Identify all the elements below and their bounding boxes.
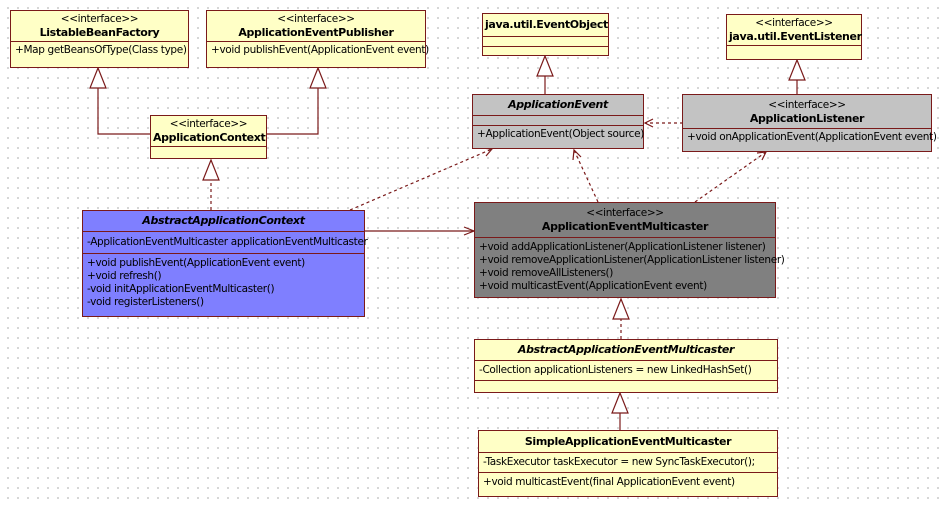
operation: +void publishEvent(ApplicationEvent even… xyxy=(87,257,305,269)
triangle-arrow-icon xyxy=(202,158,220,181)
class-name: SimpleApplicationEventMulticaster xyxy=(524,435,732,448)
class-header: AbstractApplicationContext xyxy=(83,211,364,232)
class-application-context[interactable]: <<interface>> ApplicationContext xyxy=(150,115,267,159)
triangle-arrow-icon xyxy=(611,391,629,414)
triangle-arrow-icon xyxy=(536,54,554,77)
class-name: ApplicationContext xyxy=(153,131,266,144)
class-header: <<interface>> ListableBeanFactory xyxy=(11,11,188,42)
open-arrow-icon xyxy=(756,151,768,161)
operation: +void removeApplicationListener(Applicat… xyxy=(479,254,785,266)
class-application-event[interactable]: ApplicationEvent +ApplicationEvent(Objec… xyxy=(472,94,644,149)
dependency-abstractcontext-to-event xyxy=(349,148,493,211)
class-header: java.util.EventObject xyxy=(483,14,608,37)
stereotype-label: <<interface>> xyxy=(755,17,833,29)
stereotype-label: <<interface>> xyxy=(768,99,846,111)
class-header: SimpleApplicationEventMulticaster xyxy=(479,431,777,453)
triangle-arrow-icon xyxy=(309,66,327,89)
dependency-multicaster-to-listener xyxy=(694,151,767,203)
class-name: ApplicationEventMulticaster xyxy=(541,220,709,233)
empty-section xyxy=(475,381,777,388)
class-listable-bean-factory[interactable]: <<interface>> ListableBeanFactory +Map g… xyxy=(10,10,189,68)
class-header: <<interface>> java.util.EventListener xyxy=(727,15,862,46)
class-header: AbstractApplicationEventMulticaster xyxy=(475,340,777,361)
generalization-context-to-publisher xyxy=(266,88,319,135)
operation: +void onApplicationEvent(ApplicationEven… xyxy=(687,131,937,143)
operations-section: +void publishEvent(ApplicationEvent even… xyxy=(83,254,364,312)
class-name: ApplicationListener xyxy=(749,112,865,125)
stereotype-label: <<interface>> xyxy=(60,13,139,25)
class-header: ApplicationEvent xyxy=(473,95,643,116)
open-arrow-icon xyxy=(643,118,654,128)
operations-section: +void addApplicationListener(Application… xyxy=(475,238,785,296)
empty-section xyxy=(483,37,608,47)
class-header: <<interface>> ApplicationListener xyxy=(683,95,931,129)
class-application-event-publisher[interactable]: <<interface>> ApplicationEventPublisher … xyxy=(206,10,429,68)
class-name: AbstractApplicationContext xyxy=(142,214,305,227)
triangle-arrow-icon xyxy=(612,297,630,320)
class-name: java.util.EventObject xyxy=(485,18,608,31)
operation: +void multicastEvent(final ApplicationEv… xyxy=(483,476,735,488)
class-header: <<interface>> ApplicationContext xyxy=(151,116,266,147)
class-name: java.util.EventListener xyxy=(729,30,862,43)
attribute: -ApplicationEventMulticaster application… xyxy=(83,232,368,254)
empty-section xyxy=(727,46,861,53)
empty-section xyxy=(483,47,608,56)
class-simple-application-event-multicaster[interactable]: SimpleApplicationEventMulticaster -TaskE… xyxy=(478,430,778,497)
class-name: AbstractApplicationEventMulticaster xyxy=(517,343,735,356)
triangle-arrow-icon xyxy=(788,58,806,81)
empty-section xyxy=(473,116,643,126)
class-name: ListableBeanFactory xyxy=(39,26,160,39)
class-application-listener[interactable]: <<interface>> ApplicationListener +void … xyxy=(682,94,937,152)
class-event-object[interactable]: java.util.EventObject xyxy=(482,13,609,56)
operation: +void addApplicationListener(Application… xyxy=(479,241,766,253)
generalization-context-to-beanfactory xyxy=(97,88,151,135)
stereotype-label: <<interface>> xyxy=(586,207,664,219)
operation: +void publishEvent(ApplicationEvent even… xyxy=(211,44,429,56)
operation: +void multicastEvent(ApplicationEvent ev… xyxy=(479,280,707,292)
attribute: -Collection applicationListeners = new L… xyxy=(475,361,777,381)
class-name: ApplicationEventPublisher xyxy=(238,26,394,39)
stereotype-label: <<interface>> xyxy=(169,118,248,130)
operation: +void removeAllListeners() xyxy=(479,267,614,279)
attribute: -TaskExecutor taskExecutor = new SyncTas… xyxy=(479,453,777,473)
class-name: ApplicationEvent xyxy=(508,98,608,111)
stereotype-label: <<interface>> xyxy=(277,13,355,25)
class-event-listener[interactable]: <<interface>> java.util.EventListener xyxy=(726,14,862,60)
operation: +Map getBeansOfType(Class type) xyxy=(15,44,187,56)
operation: -void initApplicationEventMulticaster() xyxy=(87,283,275,295)
class-abstract-application-context[interactable]: AbstractApplicationContext -ApplicationE… xyxy=(82,210,368,317)
class-abstract-application-event-multicaster[interactable]: AbstractApplicationEventMulticaster -Col… xyxy=(474,339,778,393)
triangle-arrow-icon xyxy=(89,66,107,89)
class-header: <<interface>> ApplicationEventMulticaste… xyxy=(475,203,775,238)
open-arrow-icon xyxy=(572,148,582,161)
empty-section xyxy=(151,147,266,154)
class-application-event-multicaster[interactable]: <<interface>> ApplicationEventMulticaste… xyxy=(474,202,785,298)
dependency-multicaster-to-event xyxy=(573,149,599,203)
operation: -void registerListeners() xyxy=(87,296,204,308)
class-header: <<interface>> ApplicationEventPublisher xyxy=(207,11,425,42)
operation: +void refresh() xyxy=(87,270,162,282)
operation: +ApplicationEvent(Object source) xyxy=(477,128,644,140)
